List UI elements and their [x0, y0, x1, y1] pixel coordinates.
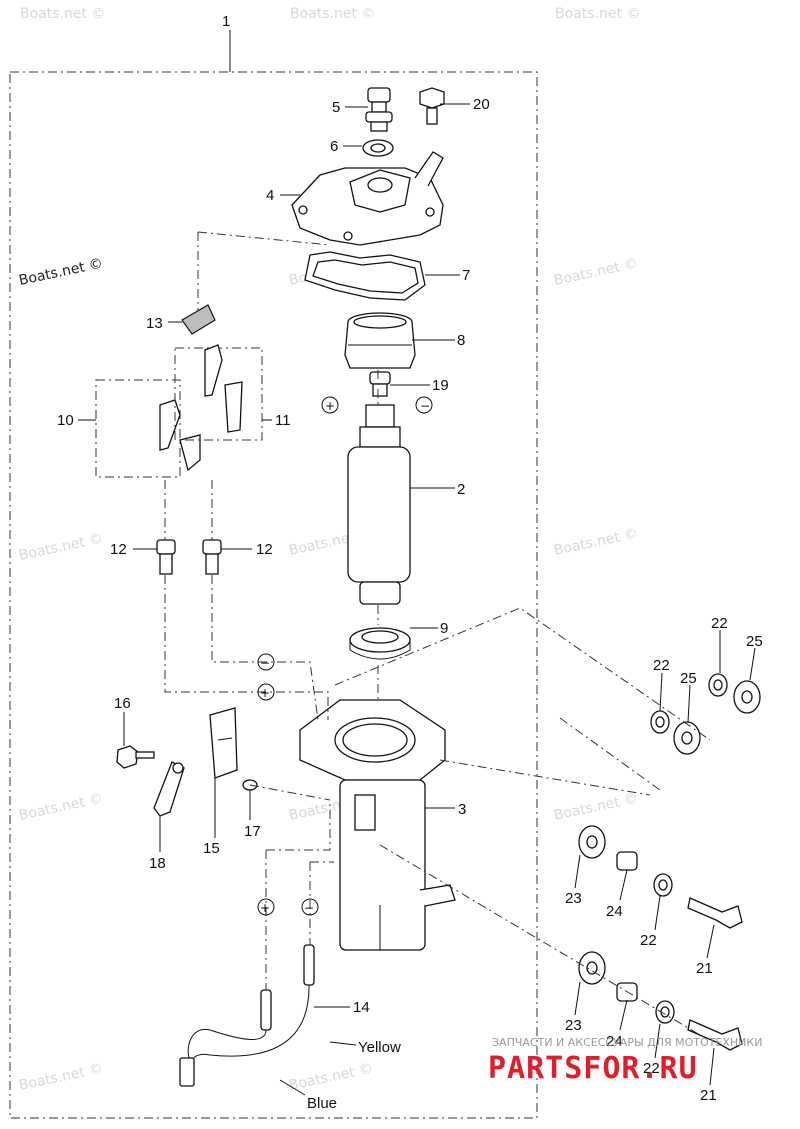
watermark: Boats.net ©: [553, 791, 640, 824]
part-14-harness: [179, 944, 315, 1087]
label-12: 12: [110, 541, 127, 558]
label-14: 14: [353, 999, 370, 1016]
label-24: 24: [606, 903, 623, 920]
part-8-nut: [344, 312, 416, 369]
plus-symbol: +: [260, 901, 270, 915]
watermark: Boats.net ©: [18, 256, 105, 289]
label-18: 18: [149, 855, 166, 872]
part-12-fittings: [156, 539, 222, 575]
part-23-grommets: [578, 825, 606, 985]
label-15: 15: [203, 840, 220, 857]
watermark: Boats.net ©: [555, 6, 640, 22]
label-25: 25: [680, 670, 697, 687]
label-11: 11: [275, 412, 291, 429]
label-16: 16: [114, 695, 131, 712]
part-4-cover: [291, 151, 444, 246]
watermark: Boats.net ©: [18, 791, 105, 824]
label-22: 22: [653, 657, 670, 674]
part-15-clip: [209, 707, 238, 779]
minus-symbol: −: [420, 399, 430, 413]
part-20-bolt: [419, 87, 445, 125]
part-18-ground-lead: [153, 761, 185, 817]
label-7: 7: [462, 267, 470, 284]
label-9: 9: [440, 620, 448, 637]
plus-symbol: +: [260, 686, 270, 700]
label-12: 12: [256, 541, 273, 558]
banner-tagline: ЗАПЧАСТИ И АКСЕССУАРЫ ДЛЯ МОТОТЕХНИКИ: [492, 1036, 762, 1049]
label-25: 25: [746, 633, 763, 650]
assembly-boundary: [9, 30, 538, 1119]
label-23: 23: [565, 890, 582, 907]
watermark: Boats.net ©: [553, 256, 640, 289]
label-17: 17: [244, 823, 261, 840]
part-22-washers: [650, 673, 728, 1024]
label-10: 10: [57, 412, 74, 429]
label-22: 22: [643, 1060, 660, 1077]
part-9-seal: [349, 627, 411, 660]
routing-lines: − + + −: [164, 231, 711, 1036]
label-5: 5: [332, 99, 340, 116]
wire-label-blue: Blue: [307, 1095, 337, 1112]
part-13-cap: [181, 304, 216, 335]
label-22: 22: [640, 932, 657, 949]
label-24: 24: [606, 1033, 623, 1050]
part-2-fuel-pump: + −: [321, 396, 433, 605]
part-5-nipple: [365, 87, 393, 132]
label-6: 6: [330, 138, 338, 155]
label-1: 1: [222, 13, 230, 30]
partsfor-banner: ЗАПЧАСТИ И АКСЕССУАРЫ ДЛЯ МОТОТЕХНИКИ PA…: [488, 1036, 762, 1086]
part-24-collars: [616, 851, 638, 1002]
minus-symbol: −: [304, 901, 314, 915]
label-23: 23: [565, 1017, 582, 1034]
label-21: 21: [696, 960, 713, 977]
watermark: Boats.net ©: [290, 6, 375, 22]
watermark: Boats.net ©: [20, 6, 105, 22]
part-25-grommets: [673, 680, 761, 755]
plus-symbol: +: [325, 399, 335, 413]
label-20: 20: [473, 96, 490, 113]
watermark: Boats.net ©: [553, 526, 640, 559]
leader-lines: [78, 103, 756, 1096]
wire-label-yellow: Yellow: [358, 1039, 401, 1056]
part-10-group: [95, 379, 201, 478]
label-21: 21: [700, 1087, 717, 1104]
banner-logo: PARTSFOR.RU: [488, 1051, 698, 1086]
watermark: Boats.net ©: [288, 1061, 375, 1094]
label-22: 22: [711, 615, 728, 632]
label-2: 2: [457, 481, 465, 498]
label-8: 8: [457, 332, 465, 349]
part-16-screw: [116, 745, 155, 769]
part-3-housing: [299, 699, 456, 951]
label-13: 13: [146, 315, 163, 332]
part-7-gasket: [304, 251, 426, 301]
part-11-group: [174, 344, 263, 441]
part-19-filter: [369, 371, 391, 397]
part-21-bolts: [687, 897, 743, 1051]
watermark: Boats.net ©: [18, 1061, 105, 1094]
part-6-washer: [362, 139, 394, 157]
minus-symbol: −: [260, 656, 270, 670]
label-3: 3: [458, 801, 466, 818]
callout-labels: 1 2 3 4 5 6 7 8 9 10 11 12 12 13 14 15 1…: [57, 13, 763, 1112]
label-19: 19: [432, 377, 449, 394]
watermark: Boats.net ©: [18, 531, 105, 564]
label-4: 4: [266, 187, 274, 204]
